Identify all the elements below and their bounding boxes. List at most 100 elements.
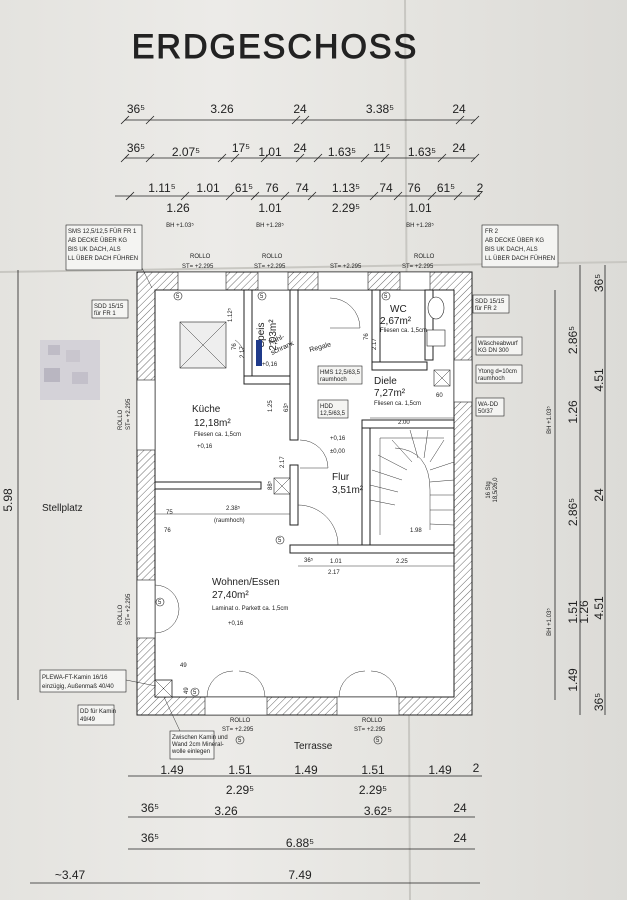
svg-text:BIS UK DACH, ALS: BIS UK DACH, ALS (485, 247, 538, 253)
svg-text:49/49: 49/49 (80, 717, 96, 723)
svg-text:FR 2: FR 2 (485, 229, 499, 235)
dim-top-1-2: 3.26 (210, 102, 234, 116)
room-diele-floor: Fliesen ca. 1,5cm (374, 401, 421, 407)
svg-text:24: 24 (453, 831, 467, 845)
svg-text:2.38⁵: 2.38⁵ (226, 505, 241, 512)
dim-top-3-6: 1.13⁵ (332, 181, 360, 195)
dim-top-3-2: 1.01 (196, 181, 220, 195)
svg-text:12,5/63,5: 12,5/63,5 (320, 411, 346, 417)
svg-text:6.88⁵: 6.88⁵ (286, 836, 314, 850)
dim-top-3-3: 61⁵ (235, 181, 253, 195)
raumhoch-note: (raumhoch) (214, 518, 245, 524)
dim-tick (380, 153, 390, 163)
svg-text:1.25: 1.25 (268, 400, 274, 412)
svg-text:1.49: 1.49 (428, 763, 452, 777)
svg-text:ROLLO: ROLLO (262, 254, 283, 260)
svg-text:HMS 12,5/63,5: HMS 12,5/63,5 (320, 370, 361, 376)
room-wc-floor: Fliesen ca. 1,5cm (380, 328, 427, 334)
svg-text:2.17: 2.17 (280, 456, 286, 468)
svg-text:24: 24 (592, 488, 606, 502)
svg-text:1.26: 1.26 (566, 400, 580, 424)
dim-top-2-2: 2.07⁵ (172, 145, 200, 159)
rollo-labels: ROLLO ST= +2.295 ROLLO ST= +2.295 ST= +2… (118, 254, 435, 733)
svg-text:36⁵: 36⁵ (592, 274, 606, 292)
svg-text:2.86⁵: 2.86⁵ (566, 326, 580, 354)
dim-top-4-3: 2.29⁵ (332, 201, 360, 215)
dim-top-3-7: 74 (379, 181, 393, 195)
room-flur-area: 3,51m² (332, 485, 364, 496)
svg-text:ST= +2.295: ST= +2.295 (126, 593, 132, 625)
svg-text:2.25: 2.25 (396, 559, 408, 565)
dim-tick (180, 191, 190, 201)
dim-top-3-5: 74 (295, 181, 309, 195)
svg-text:WA-DD: WA-DD (478, 402, 499, 408)
svg-text:für FR 1: für FR 1 (94, 311, 116, 317)
dim-tick (307, 191, 317, 201)
svg-text:~3.47: ~3.47 (55, 868, 86, 882)
svg-text:PLEWA-FT-Kamin 16/16: PLEWA-FT-Kamin 16/16 (42, 675, 108, 681)
svg-text:ROLLO: ROLLO (362, 718, 383, 724)
dim-tick (145, 153, 155, 163)
svg-text:BIS UK DACH, ALS: BIS UK DACH, ALS (68, 247, 121, 253)
svg-text:ROLLO: ROLLO (190, 254, 211, 260)
room-wohnen-floor: Laminat o. Parkett ca. 1,5cm (212, 606, 288, 612)
dim-top-1-5: 24 (452, 102, 466, 116)
svg-text:SDD 15/15: SDD 15/15 (94, 304, 124, 310)
room-speis-name: Speis (256, 322, 267, 347)
dim-top-2-6: 1.63⁵ (328, 145, 356, 159)
svg-text:1.01: 1.01 (330, 559, 342, 565)
room-diele-area: 7,27m² (374, 388, 406, 399)
svg-text:4.51: 4.51 (592, 368, 606, 392)
svg-text:5: 5 (260, 294, 264, 300)
svg-text:AB DECKE ÜBER KG: AB DECKE ÜBER KG (68, 237, 127, 244)
dim-tick (300, 115, 310, 125)
svg-text:5: 5 (238, 738, 242, 744)
dim-tick (453, 191, 463, 201)
dim-tick (250, 191, 260, 201)
svg-text:ROLLO: ROLLO (118, 409, 124, 430)
dim-tick (260, 153, 270, 163)
blurred-region (40, 340, 100, 400)
svg-text:Wand 2cm Mineral-: Wand 2cm Mineral- (172, 742, 224, 748)
svg-text:50/37: 50/37 (478, 409, 494, 415)
stellplatz-label: Stellplatz (42, 503, 83, 514)
svg-text:5: 5 (384, 294, 388, 300)
dim-tick (125, 191, 135, 201)
svg-text:KG DN 300: KG DN 300 (478, 348, 509, 354)
dim-top-1-1: 36⁵ (127, 102, 145, 116)
room-speis-area: 2,03m² (268, 319, 279, 351)
svg-text:5: 5 (176, 294, 180, 300)
right-dimension-chains: 36⁵ 4.51 24 4.51 2.86⁵ 1.26 2.86⁵ 1.26 1… (546, 265, 606, 715)
svg-text:3.26: 3.26 (214, 804, 238, 818)
svg-text:1.49: 1.49 (566, 668, 580, 692)
svg-text:Zwischen Kamin und: Zwischen Kamin und (172, 735, 228, 741)
svg-text:Wäscheabwurf: Wäscheabwurf (478, 341, 518, 347)
room-wohnen-level: +0,16 (228, 621, 244, 627)
svg-text:ROLLO: ROLLO (118, 604, 124, 625)
svg-text:2.17: 2.17 (372, 338, 378, 350)
svg-text:2: 2 (473, 761, 480, 775)
interior-dimensions: 2.17 76 2.17 76 60 2.00 1.98 2.38⁵ 75 76… (155, 307, 454, 694)
room-kueche-name: Küche (192, 404, 221, 415)
room-kueche-area: 12,18m² (194, 418, 231, 429)
svg-text:1.26: 1.26 (577, 600, 591, 624)
svg-text:2.29⁵: 2.29⁵ (226, 783, 254, 797)
top-dimension-chains: 36⁵ 3.26 24 3.38⁵ 24 36⁵ 2.07⁵ 17⁵ 1.01 … (115, 102, 484, 229)
room-flur-name: Flur (332, 472, 350, 483)
dim-top-4-2: 1.01 (258, 201, 282, 215)
room-diele-name: Diele (374, 376, 397, 387)
svg-text:2.86⁵: 2.86⁵ (566, 498, 580, 526)
svg-text:ST= +2.295: ST= +2.295 (126, 398, 132, 430)
dim-tick (369, 191, 379, 201)
dim-top-4-4: 1.01 (408, 201, 432, 215)
stairs-label-1: 16 Stg (486, 481, 492, 498)
svg-text:5: 5 (193, 690, 197, 696)
dim-top-2-7: 11⁵ (373, 141, 390, 155)
bh-top-1: BH +1.03⁵ (166, 222, 194, 229)
svg-text:1.12⁵: 1.12⁵ (227, 307, 234, 322)
svg-text:wolle einlegen: wolle einlegen (171, 749, 210, 755)
staircase: 16 Stg 18,5/26,0 (369, 427, 499, 546)
svg-text:1.51: 1.51 (566, 600, 580, 624)
svg-text:5: 5 (278, 538, 282, 544)
